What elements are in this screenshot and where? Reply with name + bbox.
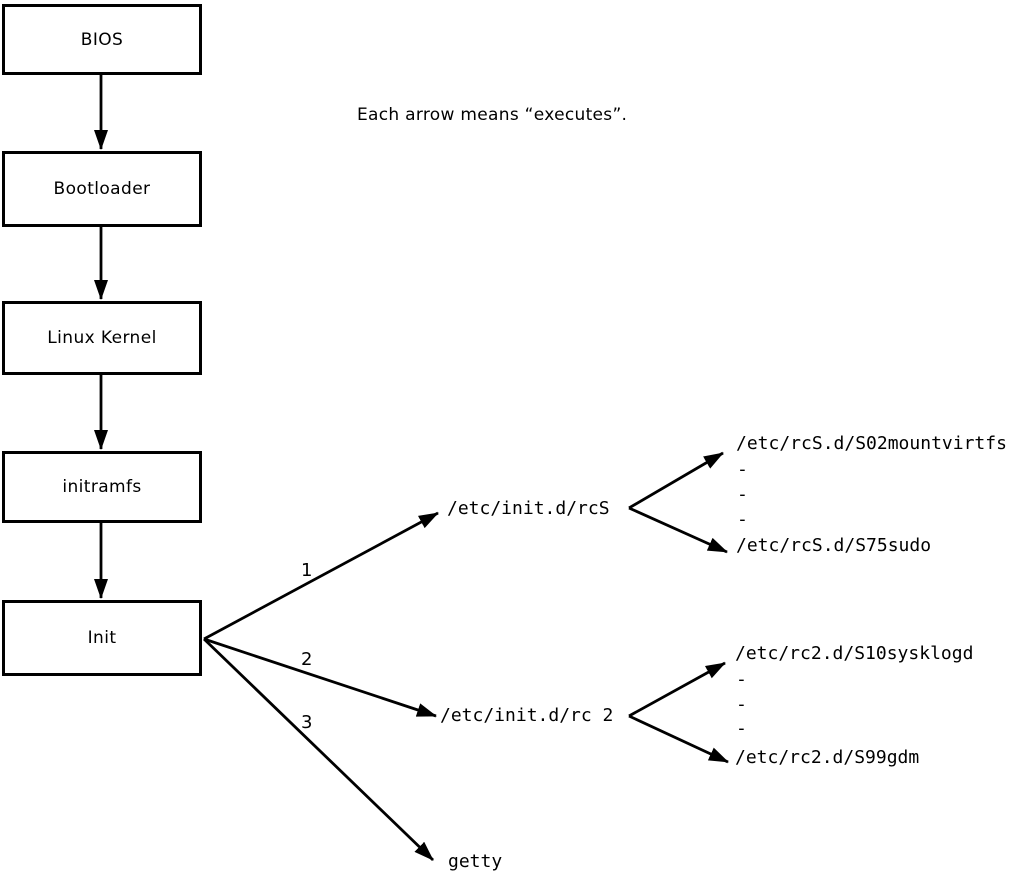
node-init-d-rc2: /etc/init.d/rc 2 [440,705,614,726]
node-initramfs: initramfs [2,451,202,523]
node-rcS-S75sudo: /etc/rcS.d/S75sudo [736,535,932,556]
arrow-rcS-to-S75sudo [628,506,728,554]
rc2-ellipsis-dash: - [736,694,747,715]
arrow-rc2-to-S99gdm [628,714,729,764]
fan-arrow-label-3: 3 [301,712,313,733]
arrow-rc2-to-S10sysklogd [628,661,726,718]
fan-arrow-label-2: 2 [301,649,313,670]
node-rcS-S02mountvirtfs: /etc/rcS.d/S02mountvirtfs [736,433,1007,454]
node-bootloader: Bootloader [2,151,202,227]
arrow-rcS-to-S02mountvirtfs [628,451,724,510]
rcS-ellipsis-dash: - [737,509,748,530]
legend-note: Each arrow means “executes”. [357,105,628,125]
rc2-ellipsis-dash: - [736,718,747,739]
rc2-ellipsis-dash: - [736,669,747,690]
node-getty: getty [448,851,503,872]
fan-arrow-label-1: 1 [301,560,313,581]
node-bios: BIOS [2,4,202,75]
node-rc2-S99gdm: /etc/rc2.d/S99gdm [735,747,920,768]
node-init-d-rcS: /etc/init.d/rcS [447,498,610,519]
arrow-init-to-rc2 [203,637,437,718]
arrow-init-to-rcS [203,511,439,641]
node-init: Init [2,600,202,676]
rcS-ellipsis-dash: - [737,484,748,505]
arrow-init-to-getty [203,637,434,862]
rcS-ellipsis-dash: - [737,459,748,480]
node-rc2-S10sysklogd: /etc/rc2.d/S10sysklogd [735,643,974,664]
node-linux-kernel: Linux Kernel [2,301,202,375]
